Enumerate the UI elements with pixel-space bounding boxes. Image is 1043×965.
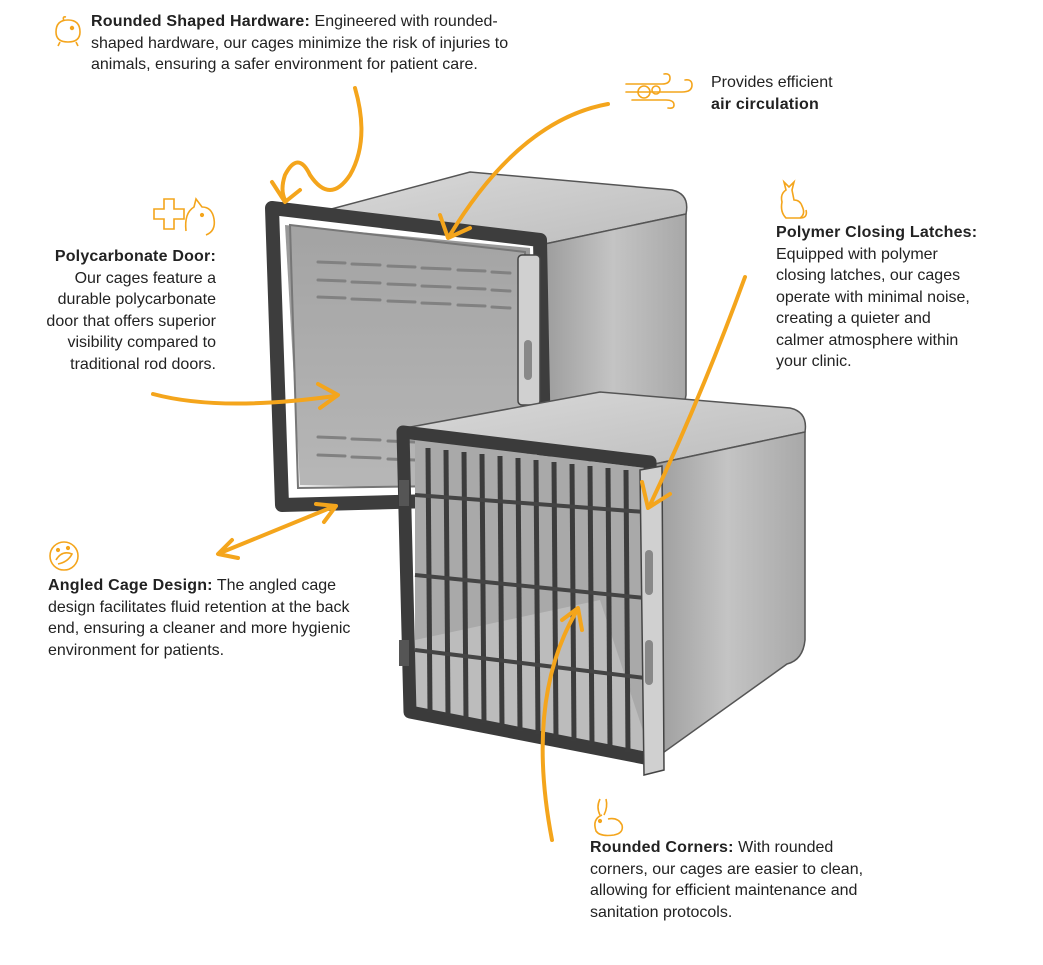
corners-line-2: corners, our cages are easier to clean, xyxy=(590,860,864,878)
wind-icon xyxy=(625,73,693,109)
door-line-5: traditional rod doors. xyxy=(70,355,216,373)
air-callout: Provides efficient air circulation xyxy=(711,72,911,115)
hardware-callout: Rounded Shaped Hardware: Engineered with… xyxy=(91,11,571,76)
air-line: Provides efficient xyxy=(711,74,833,91)
air-bold: air circulation xyxy=(711,95,819,113)
corners-callout: Rounded Corners: With rounded corners, o… xyxy=(590,837,910,923)
door-line-1: Our cages feature a xyxy=(74,269,216,287)
latches-title: Polymer Closing Latches: xyxy=(776,224,978,241)
corners-line-3: allowing for efficient maintenance and xyxy=(590,882,858,899)
door-callout: Polycarbonate Door: Our cages feature a … xyxy=(0,246,216,375)
corners-line-4: sanitation protocols. xyxy=(590,903,733,921)
angled-line-1: The angled cage xyxy=(216,577,337,594)
hardware-line-2: shaped hardware, our cages minimize the … xyxy=(91,34,509,52)
cat-dog-icon xyxy=(153,197,216,236)
angled-callout: Angled Cage Design: The angled cage desi… xyxy=(48,575,408,661)
latches-line-5: calmer atmosphere within xyxy=(776,331,959,349)
front-cage xyxy=(396,391,807,776)
latches-line-3: operate with minimal noise, xyxy=(776,288,970,306)
hardware-line-1: Engineered with rounded- xyxy=(314,13,498,30)
door-line-3: door that offers superior xyxy=(46,312,216,330)
hamster-icon xyxy=(55,16,81,47)
door-line-4: visibility compared to xyxy=(67,334,217,351)
rabbit-icon xyxy=(594,798,624,837)
angled-line-3: end, ensuring a cleaner and more hygieni… xyxy=(48,620,351,637)
latches-callout: Polymer Closing Latches: Equipped with p… xyxy=(776,222,1036,373)
latches-line-4: creating a quieter and xyxy=(776,310,931,327)
cat-icon xyxy=(780,179,808,219)
corners-line-1: With rounded xyxy=(738,839,834,856)
angled-title: Angled Cage Design: xyxy=(48,577,213,594)
latches-line-1: Equipped with polymer xyxy=(776,245,938,263)
angled-line-4: environment for patients. xyxy=(48,641,225,659)
hardware-line-3: animals, ensuring a safer environment fo… xyxy=(91,56,478,73)
callout-arrows xyxy=(151,86,747,842)
hardware-title: Rounded Shaped Hardware: xyxy=(91,13,311,30)
corners-title: Rounded Corners: xyxy=(590,839,734,856)
latches-line-6: your clinic. xyxy=(776,353,852,370)
latches-line-2: closing latches, our cages xyxy=(776,267,961,284)
angled-line-2: design facilitates fluid retention at th… xyxy=(48,598,350,616)
bird-icon xyxy=(49,541,79,571)
door-title: Polycarbonate Door: xyxy=(54,248,216,265)
door-line-2: durable polycarbonate xyxy=(57,291,216,308)
